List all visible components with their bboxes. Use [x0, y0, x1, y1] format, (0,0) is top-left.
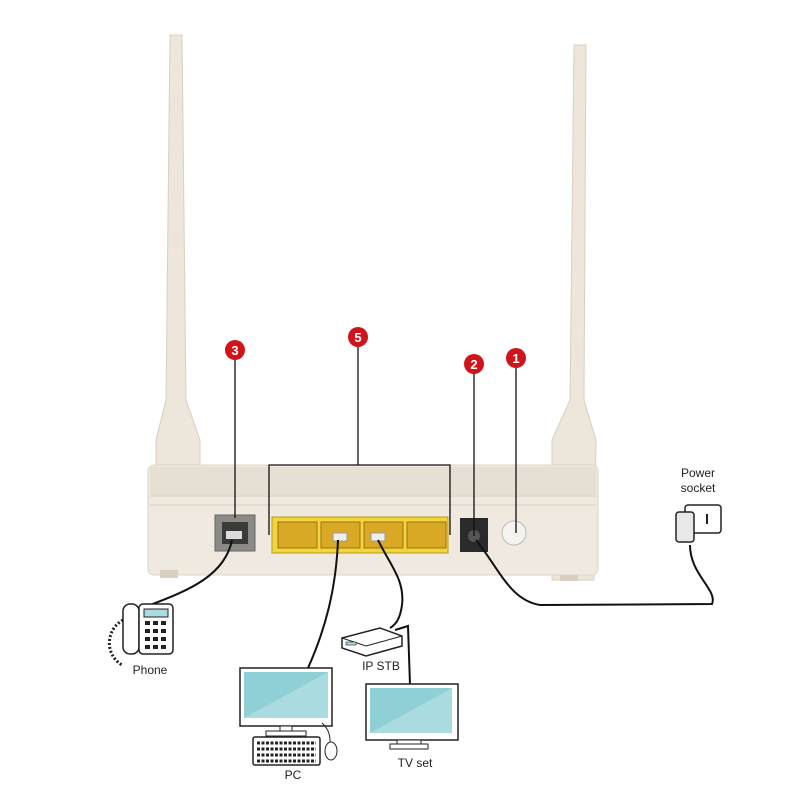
right-antenna: [551, 44, 597, 581]
ip-stb-icon: [341, 627, 403, 657]
power-button: [501, 520, 527, 546]
marker-2-label: 2: [470, 357, 477, 372]
phone-label: Phone: [133, 663, 168, 677]
ip-stb-label: IP STB: [362, 659, 400, 673]
phone-port: [214, 514, 256, 552]
tv-label: TV set: [398, 756, 433, 770]
power-socket-label-line2: socket: [681, 481, 716, 495]
marker-1-label: 1: [512, 351, 519, 366]
power-socket-label-line1: Power: [681, 466, 715, 480]
marker-2: 2: [464, 354, 484, 374]
marker-1: 1: [506, 348, 526, 368]
tv-icon: [365, 683, 459, 750]
marker-5-label: 5: [354, 330, 361, 345]
marker-3-label: 3: [231, 343, 238, 358]
callout-lines: [234, 347, 517, 536]
marker-3: 3: [225, 340, 245, 360]
cables: [149, 539, 714, 686]
lan-ports: [271, 516, 449, 554]
pc-icon: [239, 667, 338, 766]
marker-5: 5: [348, 327, 368, 347]
power-socket-icon: [675, 504, 722, 543]
phone-icon: [107, 603, 174, 667]
router: [147, 464, 599, 581]
pc-label: PC: [285, 768, 302, 782]
